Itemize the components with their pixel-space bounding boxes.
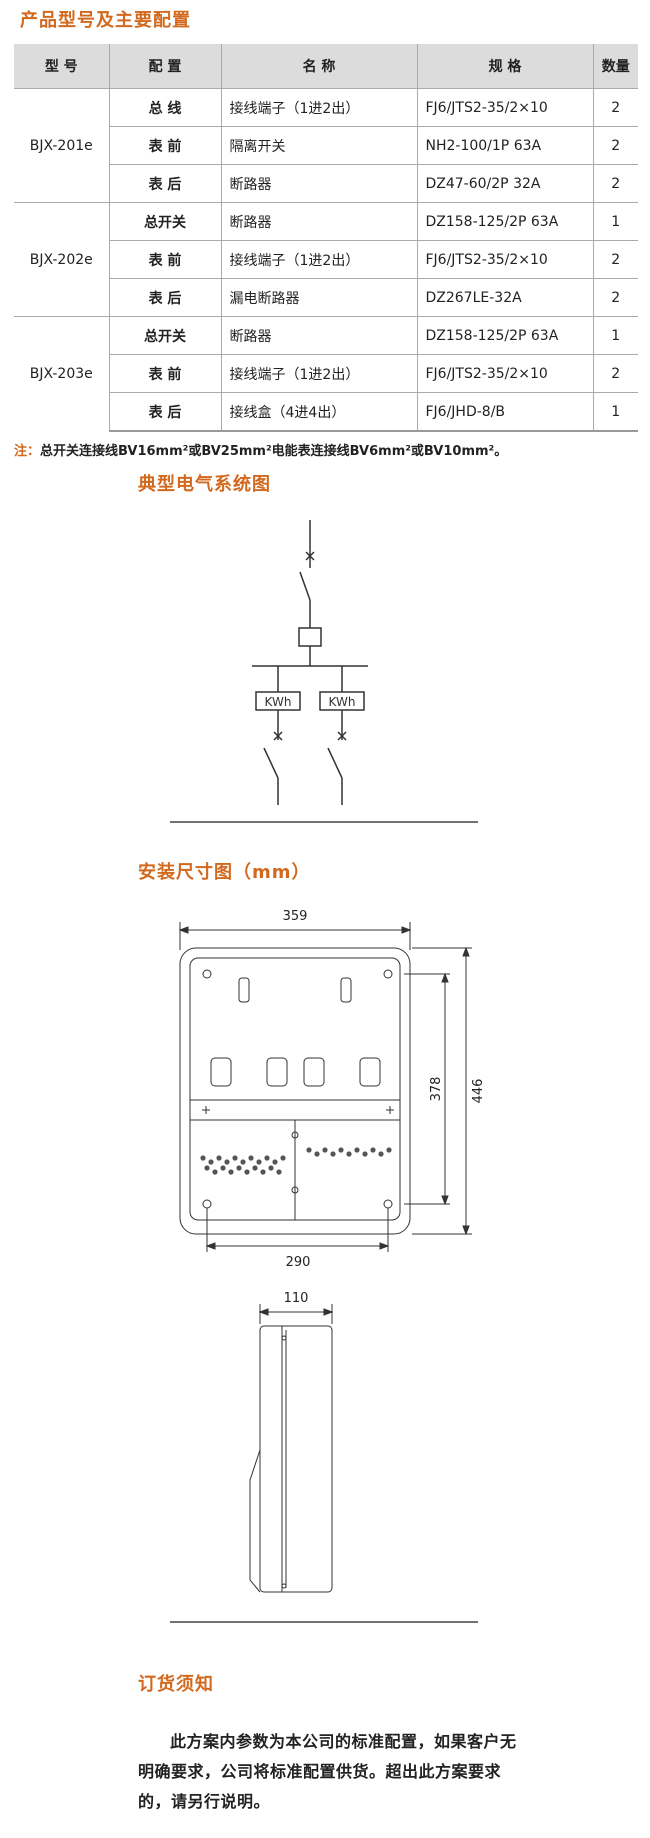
name-cell: 断路器 — [220, 164, 417, 203]
name-cell: 接线端子（1进2出） — [220, 240, 417, 279]
table-row: BJX-202e 总开关 断路器 DZ158-125/2P 63A 1 — [14, 202, 638, 317]
qty-cell: 2 — [592, 354, 638, 393]
spec-cell: DZ158-125/2P 63A — [416, 202, 593, 241]
spec-cell: DZ267LE-32A — [416, 278, 593, 317]
config-cell: 表 前 — [108, 240, 221, 279]
col-header-qty: 数量 — [592, 44, 638, 89]
spec-cell: FJ6/JHD-8/B — [416, 392, 593, 432]
spec-cell: FJ6/JTS2-35/2×10 — [416, 240, 593, 279]
name-cell: 接线端子（1进2出） — [220, 88, 417, 127]
config-cell: 表 后 — [108, 392, 221, 432]
wiring-note: 注：总开关连接线BV16mm²或BV25mm²电能表连接线BV6mm²或BV10… — [14, 440, 507, 459]
dim-mount-width-label: 290 — [286, 1255, 311, 1270]
qty-cell: 2 — [592, 278, 638, 317]
spec-cell: FJ6/JTS2-35/2×10 — [416, 354, 593, 393]
spec-cell: FJ6/JTS2-35/2×10 — [416, 88, 593, 127]
name-cell: 接线盒（4进4出） — [220, 392, 417, 432]
col-header-name: 名 称 — [220, 44, 417, 89]
dim-height-label: 446 — [471, 1079, 486, 1104]
table-row: 表 前 接线端子（1进2出） FJ6/JTS2-35/2×10 2 — [14, 354, 638, 393]
name-cell: 断路器 — [220, 202, 417, 241]
meter-label: KWh — [329, 695, 356, 709]
table-row: BJX-203e 总开关 断路器 DZ158-125/2P 63A 1 — [14, 316, 638, 431]
wiring-diagram: KWh KWh — [170, 520, 478, 823]
dim-inner-height-label: 378 — [429, 1077, 444, 1102]
config-cell: 总 线 — [108, 88, 221, 127]
dim-depth-label: 110 — [284, 1291, 309, 1306]
table-row: 表 前 接线端子（1进2出） FJ6/JTS2-35/2×10 2 — [14, 240, 638, 279]
table-header-row: 型 号 配 置 名 称 规 格 数量 — [14, 44, 638, 89]
qty-cell: 1 — [592, 392, 638, 432]
config-cell: 总开关 — [108, 202, 221, 241]
config-cell: 表 前 — [108, 126, 221, 165]
col-header-model: 型 号 — [14, 44, 109, 89]
name-cell: 漏电断路器 — [220, 278, 417, 317]
dim-width-label: 359 — [283, 909, 308, 924]
model-cell: BJX-203e — [14, 316, 109, 431]
order-notice-text: 此方案内参数为本公司的标准配置，如果客户无明确要求，公司将标准配置供货。超出此方… — [138, 1732, 517, 1811]
spec-cell: DZ47-60/2P 32A — [416, 164, 593, 203]
wiring-section-title: 典型电气系统图 — [138, 474, 271, 495]
dimension-front-view: 359 290 378 446 — [178, 909, 486, 1270]
table-row: 表 后 断路器 DZ47-60/2P 32A 2 — [14, 164, 638, 203]
config-cell: 表 后 — [108, 278, 221, 317]
table-row: BJX-201e 总 线 接线端子（1进2出） FJ6/JTS2-35/2×10… — [14, 88, 638, 203]
note-label: 注： — [14, 444, 41, 459]
config-cell: 表 后 — [108, 164, 221, 203]
spec-cell: DZ158-125/2P 63A — [416, 316, 593, 355]
model-cell: BJX-202e — [14, 202, 109, 317]
qty-cell: 2 — [592, 240, 638, 279]
model-cell: BJX-201e — [14, 88, 109, 203]
table-row: 表 前 隔离开关 NH2-100/1P 63A 2 — [14, 126, 638, 165]
qty-cell: 2 — [592, 126, 638, 165]
config-cell: 表 前 — [108, 354, 221, 393]
table-row: 表 后 接线盒（4进4出） FJ6/JHD-8/B 1 — [14, 392, 638, 432]
config-section-title: 产品型号及主要配置 — [20, 10, 191, 31]
name-cell: 接线端子（1进2出） — [220, 354, 417, 393]
table-row: 表 后 漏电断路器 DZ267LE-32A 2 — [14, 278, 638, 317]
config-cell: 总开关 — [108, 316, 221, 355]
dimension-section-title: 安装尺寸图（mm） — [138, 862, 311, 883]
qty-cell: 1 — [592, 316, 638, 355]
name-cell: 隔离开关 — [220, 126, 417, 165]
spec-table: 型 号 配 置 名 称 规 格 数量 BJX-201e 总 线 接线端子（1进2… — [14, 44, 638, 432]
name-cell: 断路器 — [220, 316, 417, 355]
spec-cell: NH2-100/1P 63A — [416, 126, 593, 165]
qty-cell: 2 — [592, 88, 638, 127]
col-header-spec: 规 格 — [416, 44, 593, 89]
meter-label: KWh — [265, 695, 292, 709]
dimension-side-view: 110 — [170, 1291, 478, 1623]
qty-cell: 1 — [592, 202, 638, 241]
order-section-title: 订货须知 — [138, 1674, 214, 1695]
qty-cell: 2 — [592, 164, 638, 203]
col-header-config: 配 置 — [108, 44, 221, 89]
note-text: 总开关连接线BV16mm²或BV25mm²电能表连接线BV6mm²或BV10mm… — [40, 444, 508, 459]
